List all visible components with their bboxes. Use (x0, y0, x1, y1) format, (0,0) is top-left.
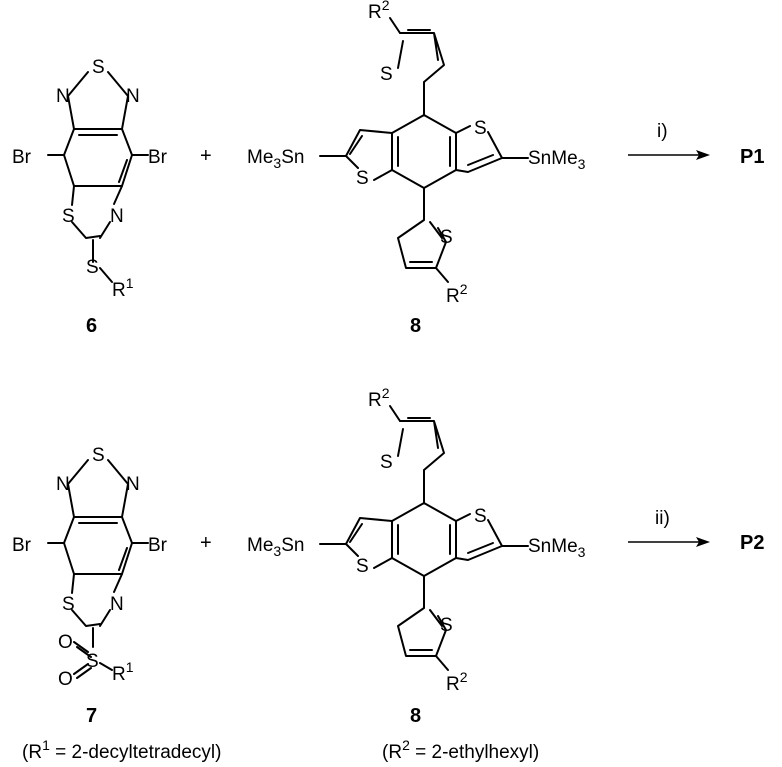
plus-sign: + (200, 145, 212, 167)
atom-br: Br (12, 535, 32, 556)
atom-s: S (86, 651, 99, 672)
atom-br: Br (148, 535, 168, 556)
compound-7-structure (47, 459, 149, 679)
product-label: P2 (740, 532, 764, 554)
substituent-r2: R2 (368, 0, 390, 23)
compound-number: 7 (86, 705, 97, 727)
atom-s: S (380, 64, 393, 85)
reaction-condition: i) (657, 121, 668, 142)
reaction-condition: ii) (655, 508, 670, 529)
stannyl-group-right: SnMe3 (528, 148, 586, 172)
stannyl-group-left: Me3Sn (247, 147, 304, 171)
atom-o: O (58, 669, 73, 690)
atom-o: O (58, 632, 73, 653)
reaction-1: S N N Br Br S N S R1 6 + R2 S S (12, 0, 764, 337)
atom-s: S (92, 445, 105, 466)
atom-s: S (474, 118, 487, 139)
atom-n: N (126, 474, 140, 495)
atom-s: S (356, 168, 369, 189)
compound-8-structure (319, 405, 529, 671)
reaction-arrow (628, 537, 710, 547)
substituent-r1: R1 (112, 659, 134, 685)
compound-number: 6 (86, 315, 97, 337)
atom-n: N (110, 594, 124, 615)
substituent-r1: R1 (112, 275, 134, 301)
atom-s: S (440, 227, 453, 248)
compound-number: 8 (410, 705, 421, 727)
atom-br: Br (148, 147, 168, 168)
atom-br: Br (12, 147, 32, 168)
atom-s: S (440, 615, 453, 636)
substituent-r2: R2 (446, 669, 468, 695)
product-label: P1 (740, 146, 764, 168)
atom-s: S (86, 257, 99, 278)
footnote-r2: (R2 = 2-ethylhexyl) (382, 737, 539, 763)
substituent-r2: R2 (368, 385, 390, 411)
atom-n: N (110, 206, 124, 227)
atom-s: S (92, 57, 105, 78)
footnote-r1: (R1 = 2-decyltetradecyl) (22, 737, 221, 763)
plus-sign: + (200, 532, 212, 554)
reaction-arrow (628, 150, 710, 160)
atom-n: N (56, 86, 70, 107)
compound-number: 8 (410, 315, 421, 337)
atom-s: S (356, 556, 369, 577)
atom-n: N (126, 86, 140, 107)
atom-s: S (62, 594, 75, 615)
reaction-2: S N N Br Br S N S O O R1 7 + R2 S S S S … (12, 385, 764, 727)
atom-s: S (380, 452, 393, 473)
compound-8-structure (319, 17, 529, 283)
atom-s: S (474, 506, 487, 527)
atom-s: S (62, 206, 75, 227)
substituent-r2: R2 (446, 281, 468, 307)
stannyl-group-right: SnMe3 (528, 536, 586, 560)
stannyl-group-left: Me3Sn (247, 535, 304, 559)
atom-n: N (56, 474, 70, 495)
compound-6-structure (47, 71, 149, 283)
